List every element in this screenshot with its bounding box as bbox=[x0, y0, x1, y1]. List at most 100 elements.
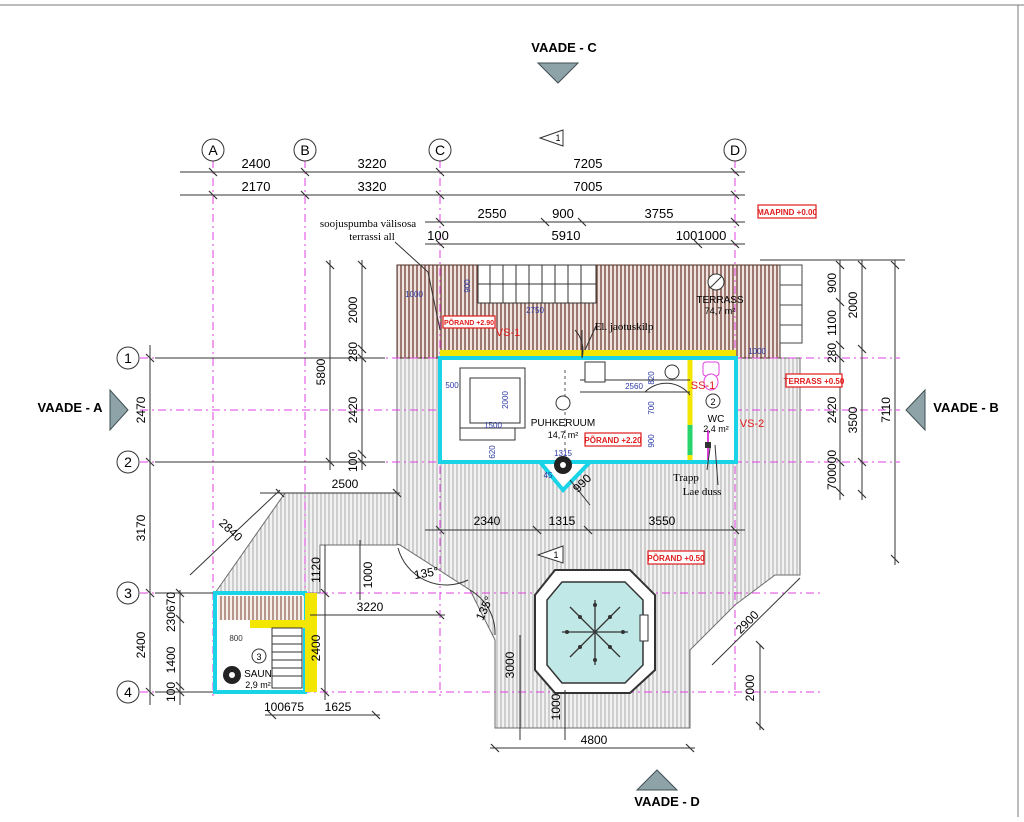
grid-row-1: 1 bbox=[124, 350, 132, 366]
sdim-2000: 2000 bbox=[501, 391, 510, 409]
tag-maapind: MAAPIND +0.00 bbox=[757, 208, 817, 217]
dim-2400-left: 2400 bbox=[134, 631, 148, 658]
wc-sink bbox=[664, 364, 680, 380]
left-dimension-texts: 2470 3170 2400 100 230670 1400 5800 2000… bbox=[134, 296, 360, 702]
sdim-1315: 1315 bbox=[554, 449, 572, 458]
sdim-900: 900 bbox=[463, 279, 472, 293]
sdim-1500: 1500 bbox=[484, 421, 502, 430]
view-top-arrow bbox=[536, 62, 580, 84]
view-markers: VAADE - C VAADE - D VAADE - A VAADE - B bbox=[38, 40, 999, 809]
dim-7110: 7110 bbox=[879, 397, 893, 423]
wc-area: 2,4 m² bbox=[703, 424, 729, 434]
grid-bubbles: A B C D 1 2 3 4 bbox=[116, 138, 747, 704]
dim-230670: 230670 bbox=[164, 592, 178, 632]
mid-dimension-lines bbox=[189, 479, 801, 749]
sauna-name: SAUN bbox=[244, 669, 272, 680]
view-top-label: VAADE - C bbox=[531, 40, 597, 55]
dim-2170: 2170 bbox=[242, 179, 271, 194]
dim-2840: 2840 bbox=[216, 516, 245, 545]
sauna-inner-yellow bbox=[250, 620, 305, 628]
dim-5910: 5910 bbox=[552, 228, 581, 243]
dim-5800: 5800 bbox=[314, 358, 328, 385]
annotations: soojuspumba välisosa terrassi all El. ja… bbox=[320, 218, 764, 498]
sdim-2750: 2750 bbox=[526, 306, 544, 315]
yellow-top-wall bbox=[440, 350, 736, 358]
top-dimension-texts: 2400 3220 7205 2170 3320 7005 2550 900 3… bbox=[242, 156, 727, 243]
view-left-arrow bbox=[109, 388, 129, 432]
north-mark-label-1: 1 bbox=[555, 133, 560, 143]
dim-1400: 1400 bbox=[164, 646, 178, 673]
side-steps bbox=[779, 264, 803, 344]
dim-280-left: 280 bbox=[346, 342, 360, 362]
sauna-dim-800: 800 bbox=[229, 634, 243, 643]
wc-bubble bbox=[705, 393, 721, 409]
note-ss1: SS-1 bbox=[691, 380, 715, 392]
room-labels: PUHKERUUM 14,7 m² 2 WC 2,4 m² TERRASS 74… bbox=[531, 273, 744, 440]
sdim-1000-a: 1000 bbox=[405, 290, 423, 299]
hot-tub bbox=[534, 569, 656, 694]
terrass-area: 74,7 m² bbox=[705, 306, 736, 316]
view-right-label: VAADE - B bbox=[933, 400, 998, 415]
dim-2420-right: 2420 bbox=[825, 396, 839, 423]
right-dimension-texts: 900 1100 280 2420 700000 2000 3500 7110 bbox=[825, 273, 893, 490]
dim-3170: 3170 bbox=[134, 514, 148, 541]
dim-2420-left: 2420 bbox=[346, 396, 360, 423]
tag-porand-small: PÕRAND +2.90 bbox=[444, 318, 494, 327]
dim-2550: 2550 bbox=[478, 206, 507, 221]
dim-1000-mid: 1000 bbox=[361, 561, 375, 588]
sdim-45: 45 bbox=[544, 471, 553, 480]
dim-2000-right: 2000 bbox=[846, 291, 860, 318]
dim-1000-tub: 1000 bbox=[549, 693, 563, 720]
dim-100-top: 100 bbox=[427, 228, 449, 243]
sdim-820: 820 bbox=[647, 371, 656, 385]
dim-100-left: 100 bbox=[164, 682, 178, 702]
note-insulation-1: soojuspumba välisosa bbox=[320, 218, 416, 230]
sauna-yellow-wall bbox=[305, 593, 317, 692]
dim-3000: 3000 bbox=[503, 651, 517, 678]
dim-3550: 3550 bbox=[649, 514, 676, 528]
dim-100-inner: 100 bbox=[346, 452, 360, 472]
sdim-2560: 2560 bbox=[625, 382, 643, 391]
grid-col-d: D bbox=[730, 142, 740, 158]
puhkeruum-bubble bbox=[555, 395, 571, 411]
sdim-900-b: 900 bbox=[647, 434, 656, 448]
dim-900: 900 bbox=[552, 206, 574, 221]
angle-arc-2 bbox=[469, 589, 496, 636]
dim-7205: 7205 bbox=[574, 156, 603, 171]
grid-row-4: 4 bbox=[124, 684, 132, 700]
dim-4800: 4800 bbox=[581, 733, 608, 747]
dim-2500: 2500 bbox=[332, 477, 359, 491]
view-bottom-arrow bbox=[635, 769, 679, 791]
tag-terrass: TERRASS +0.50 bbox=[784, 377, 845, 386]
small-blue-dims: 1000 900 2750 1000 500 2000 1500 2560 82… bbox=[405, 279, 766, 480]
angle-135-a: 135° bbox=[413, 564, 440, 582]
dim-1120: 1120 bbox=[309, 557, 323, 583]
sdim-1000-b: 1000 bbox=[748, 347, 766, 356]
puhkeruum-area: 14,7 m² bbox=[548, 430, 579, 440]
dim-1001000: 1001000 bbox=[676, 228, 727, 243]
tag-porand-220: PÕRAND +2.20 bbox=[584, 436, 642, 445]
tag-porand-050: PÕRAND +0.50 bbox=[647, 554, 705, 563]
right-dimension-lines bbox=[760, 259, 905, 565]
dim-2900: 2900 bbox=[733, 608, 762, 637]
top-dimension-ticks bbox=[208, 167, 740, 249]
note-lae-duss: Lae duss bbox=[683, 486, 722, 498]
north-marks: 1 1 bbox=[536, 129, 564, 564]
dim-2400-sauna: 2400 bbox=[309, 634, 323, 661]
dim-3755: 3755 bbox=[645, 206, 674, 221]
view-bottom-label: VAADE - D bbox=[634, 794, 699, 809]
dim-2000-tub: 2000 bbox=[743, 674, 757, 701]
grid-col-b: B bbox=[300, 142, 309, 158]
dim-1625: 1625 bbox=[325, 700, 352, 714]
dim-2000-left: 2000 bbox=[346, 296, 360, 323]
toilet-bowl bbox=[703, 373, 719, 391]
north-mark-label-2: 1 bbox=[553, 550, 558, 560]
right-dimension-ticks bbox=[835, 260, 900, 564]
grid-col-a: A bbox=[208, 142, 218, 158]
sauna: 3 SAUN 2,9 m² 800 bbox=[213, 591, 317, 694]
level-tags: MAAPIND +0.00 TERRASS +0.50 PÕRAND +2.20… bbox=[442, 204, 845, 565]
grid-row-2: 2 bbox=[124, 454, 132, 470]
left-dimension-ticks bbox=[145, 260, 367, 697]
angle-arc-1 bbox=[397, 547, 469, 586]
terrass-name: TERRASS bbox=[696, 295, 744, 306]
